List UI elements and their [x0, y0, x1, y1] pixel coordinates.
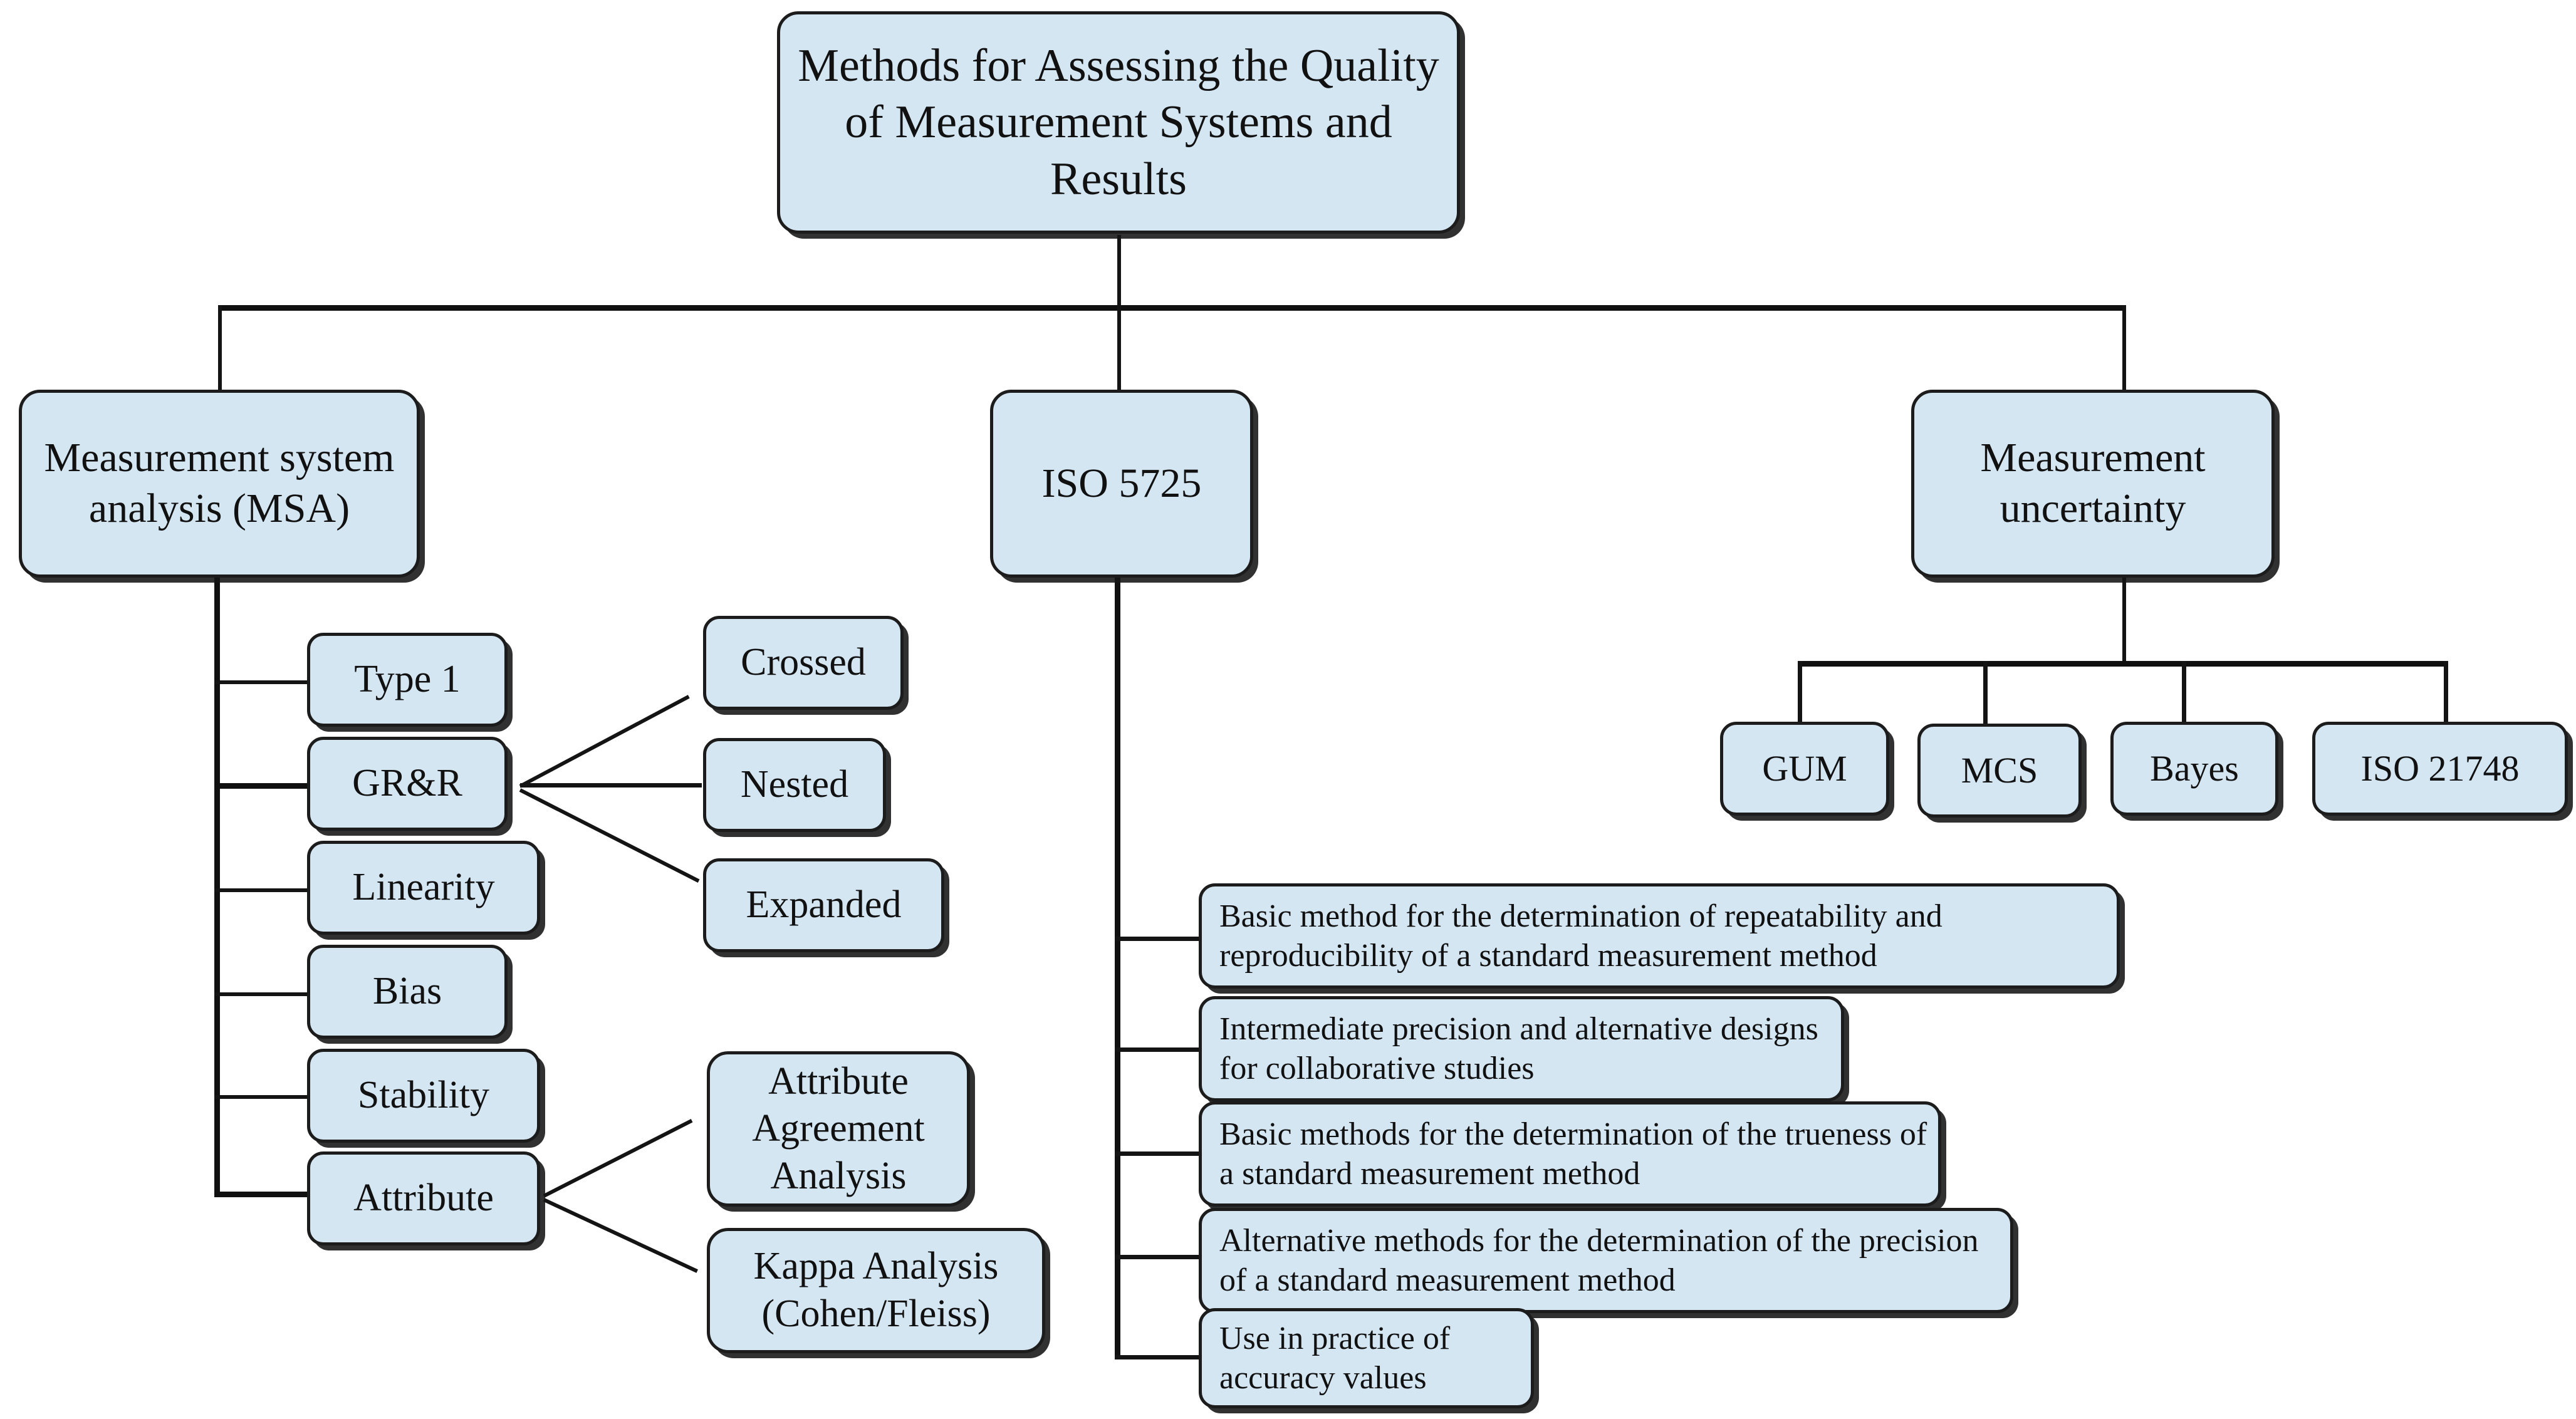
node-grr-expanded[interactable]: Expanded: [703, 858, 944, 952]
node-msa-linearity-label: Linearity: [352, 866, 495, 909]
node-iso5725-child-4-label: Alternative methods for the determinatio…: [1219, 1222, 1979, 1298]
connector-msa-stub-bias: [214, 992, 311, 996]
connector-uncertainty-stem: [2122, 576, 2126, 664]
node-attribute-kappa[interactable]: Kappa Analysis (Cohen/Fleiss): [707, 1228, 1045, 1353]
node-iso5725[interactable]: ISO 5725: [990, 390, 1253, 578]
node-msa-label: Measurement system analysis (MSA): [44, 435, 395, 531]
connector-msa-stub-type1: [214, 680, 311, 684]
connector-iso5725-stub-1: [1115, 937, 1202, 941]
connector-uncertainty-drop-gum: [1798, 661, 1802, 724]
connector-main-bus: [218, 305, 2126, 311]
node-attribute-kappa-label: Kappa Analysis (Cohen/Fleiss): [753, 1245, 999, 1335]
node-msa-type1[interactable]: Type 1: [307, 633, 508, 727]
node-msa-stability[interactable]: Stability: [307, 1049, 540, 1143]
node-uncertainty-gum[interactable]: GUM: [1720, 722, 1889, 816]
connector-iso5725-stub-4: [1115, 1255, 1202, 1259]
node-attribute-agreement-label: Attribute Agreement Analysis: [752, 1059, 925, 1197]
node-msa-bias[interactable]: Bias: [307, 945, 508, 1039]
connector-iso5725-spine: [1115, 576, 1120, 1359]
connector-uncertainty-drop-bayes: [2182, 661, 2186, 724]
node-msa-grr[interactable]: GR&R: [307, 737, 508, 831]
connector-root-stem: [1117, 235, 1121, 309]
node-uncertainty-mcs[interactable]: MCS: [1917, 724, 2082, 818]
node-msa[interactable]: Measurement system analysis (MSA): [19, 390, 420, 578]
connector-iso5725-stub-2: [1115, 1047, 1202, 1052]
node-msa-attribute[interactable]: Attribute: [307, 1151, 540, 1245]
node-iso5725-label: ISO 5725: [1041, 460, 1202, 506]
node-uncertainty-mcs-label: MCS: [1961, 749, 2038, 791]
connector-grr-to-expanded: [519, 788, 700, 883]
node-grr-nested-label: Nested: [740, 763, 849, 806]
connector-grr-to-crossed: [519, 695, 690, 788]
node-uncertainty-gum-label: GUM: [1762, 747, 1847, 789]
node-msa-bias-label: Bias: [372, 970, 442, 1013]
connector-grr-to-nested: [520, 783, 702, 787]
connector-iso5725-stub-3: [1115, 1151, 1202, 1156]
connector-bus-to-iso5725: [1117, 305, 1121, 391]
node-uncertainty-iso21748[interactable]: ISO 21748: [2312, 722, 2568, 816]
node-msa-linearity[interactable]: Linearity: [307, 841, 540, 935]
node-iso5725-child-1[interactable]: Basic method for the determination of re…: [1199, 883, 2120, 989]
connector-msa-stub-attribute: [214, 1192, 311, 1197]
connector-bus-to-uncertainty: [2122, 305, 2126, 391]
node-iso5725-child-3[interactable]: Basic methods for the determination of t…: [1199, 1101, 1941, 1207]
node-iso5725-child-1-label: Basic method for the determination of re…: [1219, 898, 1942, 974]
node-uncertainty-label: Measurement uncertainty: [1980, 435, 2206, 531]
node-msa-attribute-label: Attribute: [353, 1177, 494, 1220]
connector-msa-stub-linearity: [214, 888, 311, 892]
node-attribute-agreement[interactable]: Attribute Agreement Analysis: [707, 1051, 970, 1207]
node-grr-expanded-label: Expanded: [746, 883, 902, 927]
node-root[interactable]: Methods for Assessing the Quality of Mea…: [777, 11, 1460, 234]
connector-iso5725-stub-5: [1115, 1355, 1202, 1359]
node-msa-stability-label: Stability: [357, 1074, 490, 1117]
node-iso5725-child-5-label: Use in practice of accuracy values: [1219, 1320, 1451, 1396]
node-iso5725-child-2-label: Intermediate precision and alternative d…: [1219, 1011, 1818, 1086]
node-grr-crossed[interactable]: Crossed: [703, 616, 904, 710]
node-msa-grr-label: GR&R: [352, 762, 462, 805]
node-uncertainty-bayes[interactable]: Bayes: [2110, 722, 2278, 816]
connector-uncertainty-drop-mcs: [1983, 661, 1988, 725]
connector-bus-to-msa: [218, 305, 222, 391]
connector-msa-stub-grr: [214, 783, 311, 789]
node-iso5725-child-2[interactable]: Intermediate precision and alternative d…: [1199, 996, 1844, 1101]
node-msa-type1-label: Type 1: [354, 658, 461, 701]
node-uncertainty[interactable]: Measurement uncertainty: [1911, 390, 2275, 578]
connector-msa-spine: [214, 576, 220, 1197]
node-grr-crossed-label: Crossed: [741, 641, 866, 684]
connector-uncertainty-drop-iso21748: [2444, 661, 2448, 724]
connector-attribute-to-kappa: [543, 1198, 698, 1273]
node-iso5725-child-3-label: Basic methods for the determination of t…: [1219, 1116, 1927, 1192]
node-grr-nested[interactable]: Nested: [703, 738, 886, 832]
node-root-label: Methods for Assessing the Quality of Mea…: [798, 40, 1439, 205]
connector-uncertainty-bus: [1800, 661, 2448, 667]
node-iso5725-child-4[interactable]: Alternative methods for the determinatio…: [1199, 1208, 2013, 1313]
node-uncertainty-iso21748-label: ISO 21748: [2360, 747, 2520, 789]
node-uncertainty-bayes-label: Bayes: [2150, 747, 2239, 789]
node-iso5725-child-5[interactable]: Use in practice of accuracy values: [1199, 1308, 1534, 1408]
connector-msa-stub-stability: [214, 1095, 311, 1099]
connector-attribute-to-agreement: [543, 1119, 693, 1198]
